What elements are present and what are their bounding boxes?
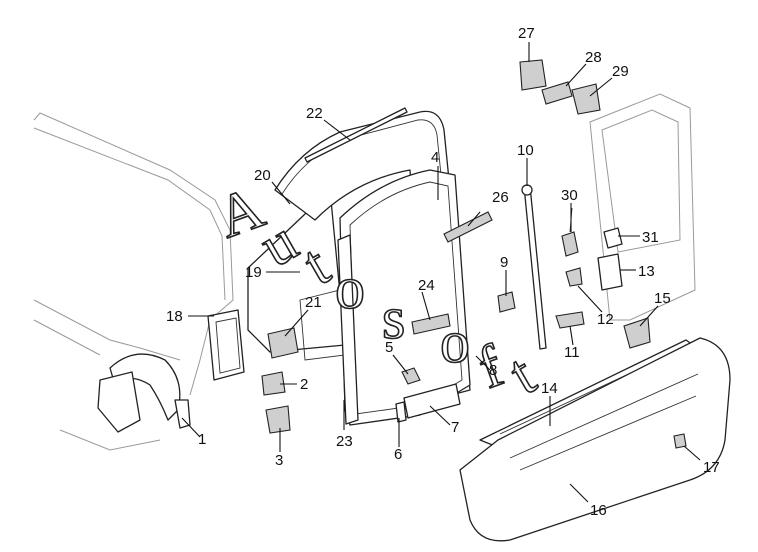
callout-10: 10: [517, 142, 534, 159]
callout-5: 5: [385, 339, 393, 356]
callout-1: 1: [198, 431, 206, 448]
part-3-hinge: [265, 405, 291, 434]
part-2-hinge: [261, 371, 286, 396]
part-30-cable: [561, 207, 579, 257]
callout-20: 20: [254, 167, 271, 184]
callout-17: 17: [703, 459, 720, 476]
callout-27: 27: [518, 25, 535, 42]
callout-16: 16: [590, 502, 607, 519]
part-28-bracket: [541, 81, 573, 105]
watermark-letter: s: [382, 285, 405, 351]
part-24-plate-lamp: [411, 313, 451, 335]
van-body-left: [33, 112, 234, 451]
callout-30: 30: [561, 187, 578, 204]
leader-lines: [181, 42, 701, 503]
part-7-plate-holder: [403, 383, 461, 419]
callout-9: 9: [500, 254, 508, 271]
watermark-letter: o: [335, 255, 365, 321]
part-31-bumper-clip: [603, 227, 623, 249]
part-23-door-edge: [337, 234, 359, 425]
callout-3: 3: [275, 452, 283, 469]
callout-2: 2: [300, 376, 308, 393]
part-29-bracket: [571, 83, 601, 115]
callout-6: 6: [394, 446, 402, 463]
callout-29: 29: [612, 63, 629, 80]
watermark-letter: t: [498, 341, 546, 407]
callout-28: 28: [585, 49, 602, 66]
callout-31: 31: [642, 229, 659, 246]
part-27-bracket: [519, 59, 547, 91]
callout-22: 22: [306, 105, 323, 122]
callout-15: 15: [654, 290, 671, 307]
callout-24: 24: [418, 277, 435, 294]
part-17-plug: [673, 433, 687, 449]
callout-4: 4: [431, 149, 439, 166]
part-15-bracket: [623, 317, 651, 349]
part-11-clip: [555, 311, 585, 329]
part-6-emblem: [395, 401, 407, 423]
watermark-letter: o: [440, 309, 470, 375]
callout-18: 18: [166, 308, 183, 325]
part-10-gas-strut: [521, 184, 547, 350]
callout-7: 7: [451, 419, 459, 436]
callout-11: 11: [564, 344, 580, 361]
callout-8: 8: [489, 362, 497, 379]
callout-23: 23: [336, 433, 353, 450]
part-21-hinge: [267, 327, 299, 359]
callout-12: 12: [597, 311, 614, 328]
part-22-trim-strip: [304, 107, 408, 163]
callout-21: 21: [305, 294, 322, 311]
part-1-mudflap: [97, 371, 191, 433]
callout-13: 13: [638, 263, 655, 280]
callout-26: 26: [492, 189, 509, 206]
part-9-latch: [497, 291, 516, 313]
callout-19: 19: [245, 264, 262, 281]
part-18-tail-lamp: [207, 309, 245, 381]
part-13-lamp: [597, 253, 623, 291]
callout-14: 14: [541, 380, 558, 397]
part-12-clip: [565, 267, 583, 287]
callouts: 1 2 3 4 5 6 7 8 9 10 11 12 13 14 15 16 1…: [166, 25, 720, 519]
part-16-rear-bumper: [459, 337, 731, 542]
